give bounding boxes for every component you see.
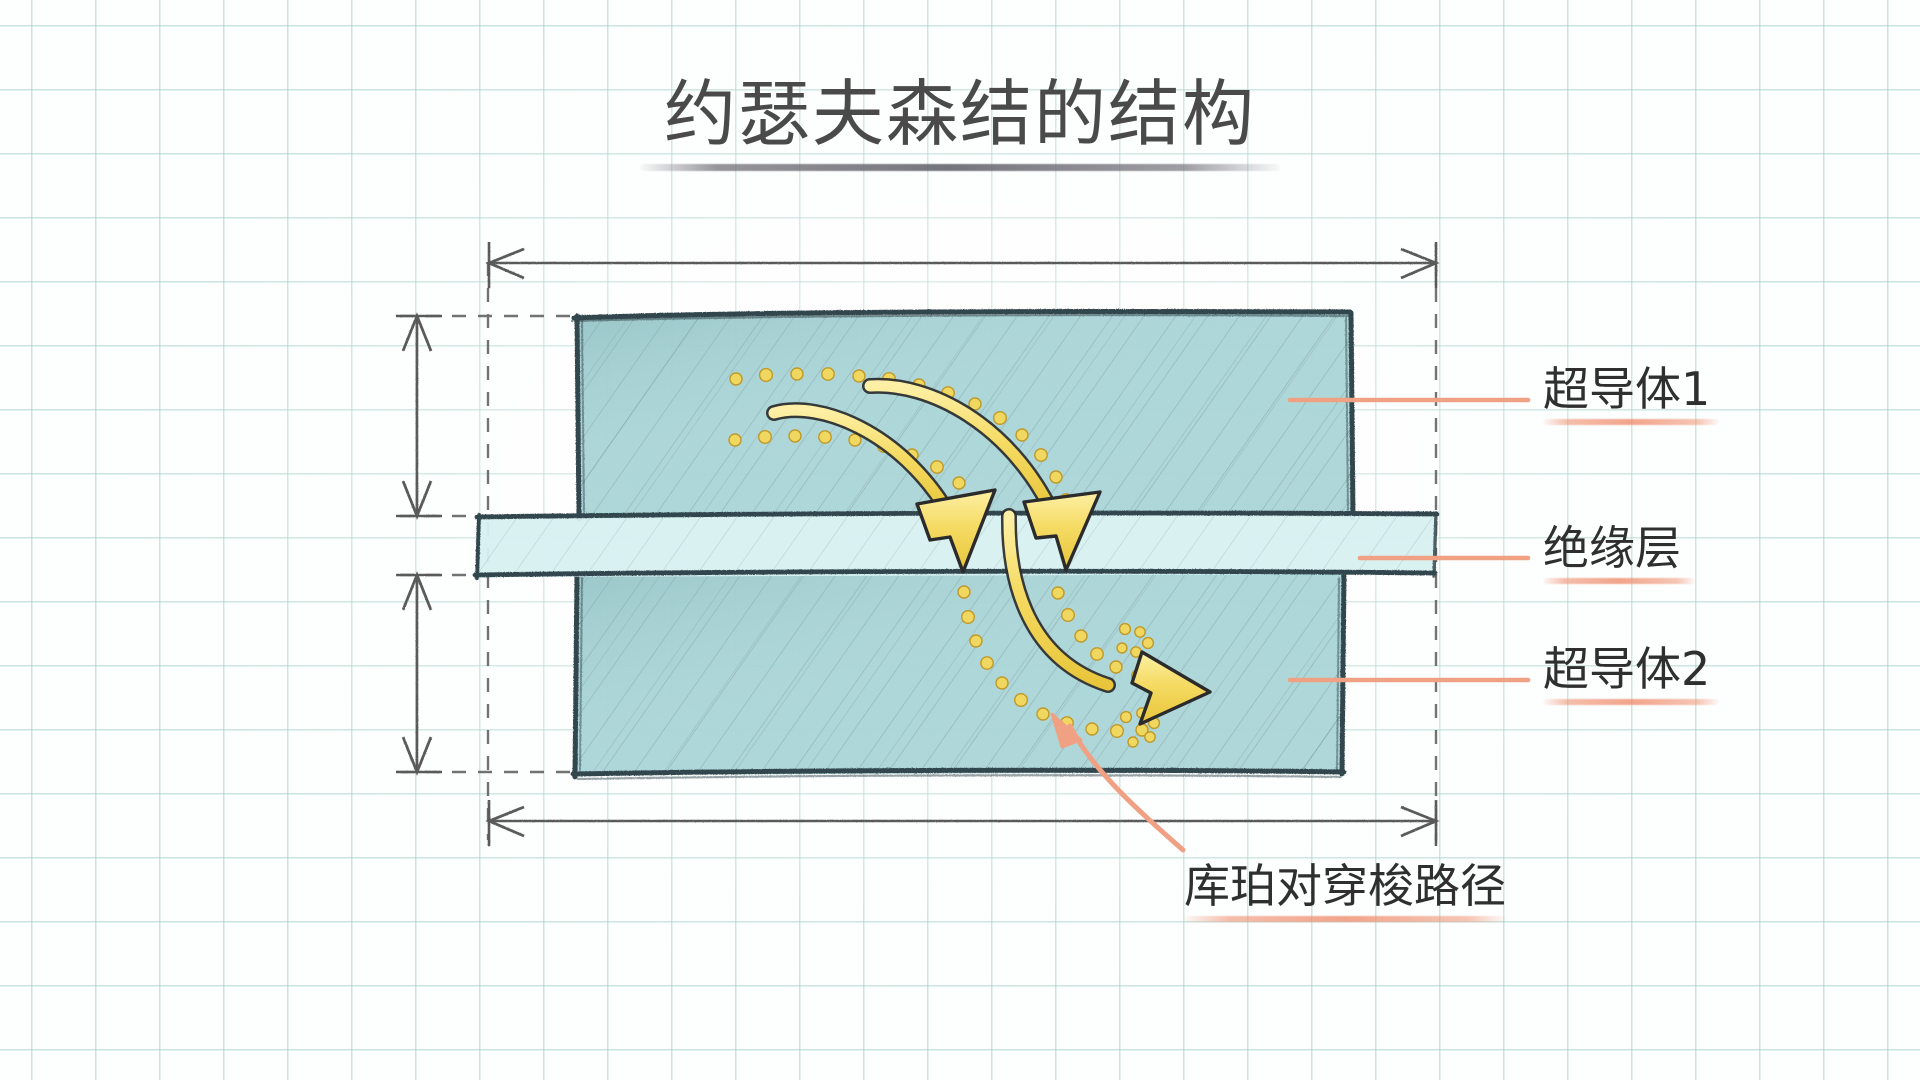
callout-insulator-text: 绝缘层	[1543, 521, 1681, 575]
dim-bottom-arrowhead-left	[485, 805, 525, 838]
callout-superconductor-2-underline	[1543, 699, 1719, 706]
dim-bottom-arrowhead-right	[1400, 805, 1440, 838]
layer-superconductor-2[interactable]	[570, 568, 1349, 781]
dim-top-arrowhead-right	[1400, 247, 1440, 280]
dim-sc2-arrowhead-bottom	[401, 736, 433, 776]
tunnel-arrow-a	[766, 402, 997, 574]
callout-superconductor-1[interactable]: 超导体1	[1543, 362, 1719, 426]
dim-sc1-arrowhead-top	[401, 312, 433, 352]
sc2-corner-shading	[575, 572, 1345, 775]
callout-superconductor-2[interactable]: 超导体2	[1543, 642, 1719, 706]
callout-cooper-pair-path-text: 库珀对穿梭路径	[1184, 859, 1506, 913]
tunnel-arrow-a-head	[915, 488, 997, 574]
tunnel-arrow-c	[1000, 508, 1212, 726]
dim-sc1-arrowhead-bottom	[401, 480, 433, 520]
dimension-sc2-thickness	[396, 571, 442, 776]
callout-superconductor-2-text: 超导体2	[1543, 642, 1711, 696]
dimension-sc1-thickness	[396, 312, 442, 520]
dim-sc2-arrowhead-top	[401, 571, 433, 611]
tunnel-arrow-b	[862, 377, 1102, 572]
leader-cooper-pair-arrowhead	[1050, 712, 1083, 749]
callout-cooper-pair-path-underline	[1184, 916, 1506, 923]
dot-trail-lower-outer	[957, 585, 1161, 748]
cooper-pair-flow-arrows	[766, 377, 1212, 726]
callout-superconductor-1-text: 超导体1	[1543, 362, 1711, 416]
dimension-overall-width-bottom	[485, 800, 1440, 846]
callout-superconductor-1-underline	[1543, 419, 1719, 426]
dim-top-arrowhead-left	[485, 247, 525, 280]
tunnel-arrow-a-shaft-fill	[768, 404, 954, 518]
callout-cooper-pair-path[interactable]: 库珀对穿梭路径	[1184, 859, 1506, 923]
callout-insulator-underline	[1543, 578, 1695, 585]
callout-insulator[interactable]: 绝缘层	[1543, 521, 1695, 585]
tunnel-arrow-b-head	[1022, 490, 1102, 572]
tunnel-arrow-c-head	[1130, 650, 1212, 726]
cooper-pair-dot-trails	[728, 367, 1161, 748]
callout-leader-lines	[1050, 397, 1531, 853]
tunnel-arrow-c-shaft-fill	[1003, 510, 1114, 691]
dimension-overall-width-top	[485, 242, 1440, 288]
tunnel-arrow-b-main-shaft-fill	[864, 380, 1058, 518]
dot-trail-lower-inner	[1051, 586, 1155, 684]
